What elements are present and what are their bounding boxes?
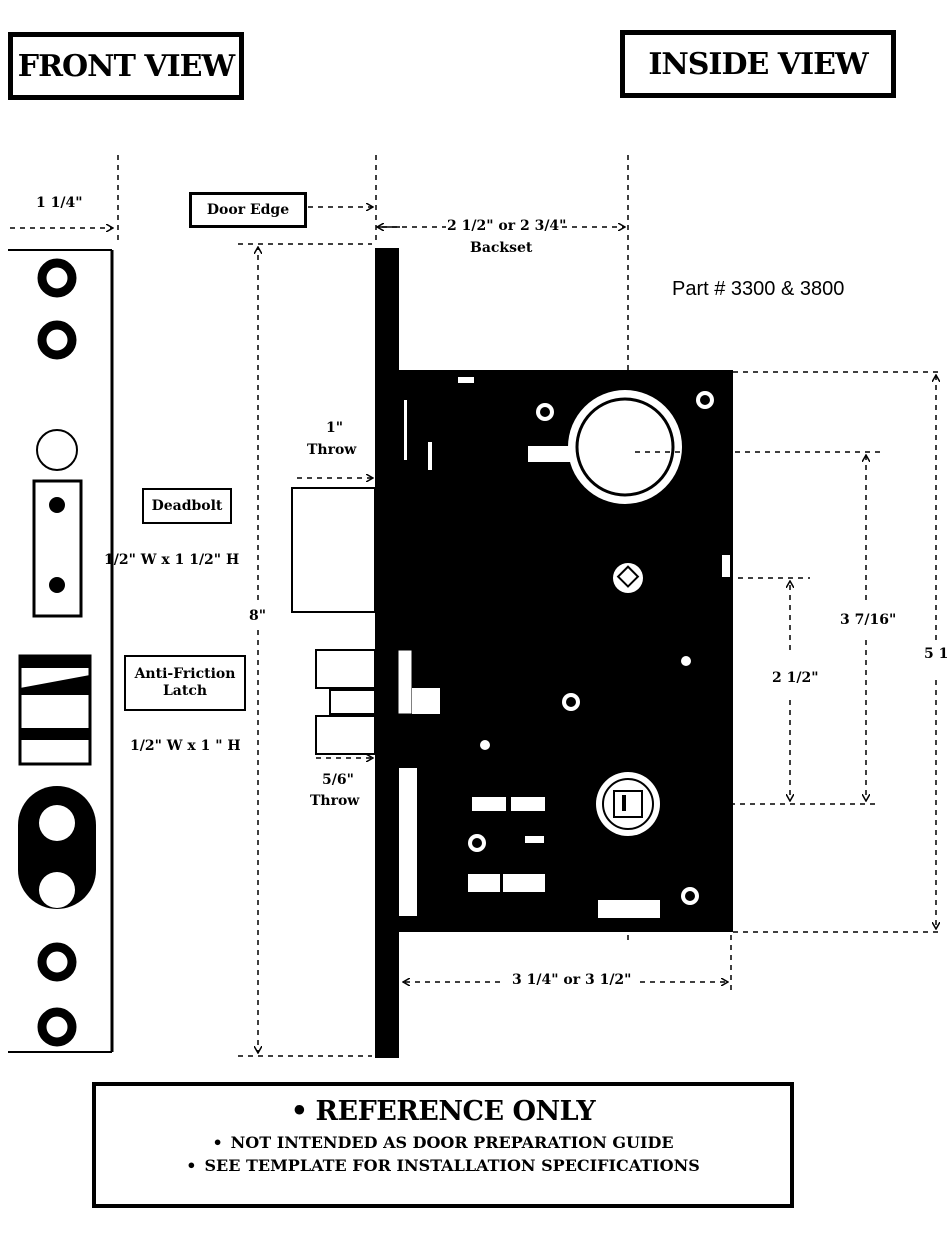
latch-face: [18, 654, 92, 766]
front-view-heading: FRONT VIEW: [8, 32, 244, 100]
inside-dimensions: [404, 371, 938, 990]
inside-view-text: INSIDE VIEW: [648, 46, 868, 82]
latch-throw-value: 5/6": [322, 772, 354, 788]
bullet-icon: •: [186, 1156, 197, 1175]
door-edge-text: Door Edge: [206, 201, 290, 218]
part-number: Part # 3300 & 3800: [672, 278, 845, 300]
hub-to-cylinder-label: 2 1/2": [772, 670, 819, 686]
deadbolt-text: Deadbolt: [151, 497, 223, 514]
door-edge-label: Door Edge: [189, 192, 307, 228]
bullet-icon: •: [212, 1133, 223, 1152]
faceplate-height-label: 8": [249, 608, 267, 624]
hub-to-top-cylinder-label: 3 7/16": [840, 612, 897, 628]
latch-text: Latch: [162, 683, 208, 699]
latch-throw-caption: Throw: [310, 793, 360, 809]
cylinder-cutout-icon: [18, 786, 96, 909]
latch-bolts: [315, 649, 376, 755]
case-height-label: 5 1: [924, 646, 949, 662]
front-view-text: FRONT VIEW: [17, 48, 235, 84]
reference-line-2-row: • SEE TEMPLATE FOR INSTALLATION SPECIFICA…: [96, 1156, 790, 1175]
screw-hole-icon: [37, 320, 77, 360]
inside-view-heading: INSIDE VIEW: [620, 30, 896, 98]
hub-icon: [613, 563, 643, 593]
latch-size: 1/2" W x 1 " H: [130, 738, 241, 754]
screw-hole-icon: [37, 942, 77, 982]
case-depth-label: 3 1/4" or 3 1/2": [508, 972, 636, 988]
deadbolt-size: 1/2" W x 1 1/2" H: [104, 552, 240, 568]
deadbolt-face: [32, 479, 83, 618]
lock-case: [397, 370, 733, 932]
screw-hole-icon: [37, 1007, 77, 1047]
deadbolt-throw-caption: Throw: [307, 442, 357, 458]
reference-line-1-row: • NOT INTENDED AS DOOR PREPARATION GUIDE: [96, 1133, 790, 1152]
backset-value: 2 1/2" or 2 3/4": [447, 218, 567, 234]
reference-line-1: NOT INTENDED AS DOOR PREPARATION GUIDE: [230, 1133, 674, 1152]
door-edge-faceplate: [375, 248, 399, 1058]
anti-friction-text: Anti-Friction: [134, 666, 236, 683]
reference-line-2: SEE TEMPLATE FOR INSTALLATION SPECIFICAT…: [204, 1156, 700, 1175]
cylinder-hole-icon: [568, 390, 682, 504]
front-faceplate: [8, 249, 114, 1053]
reference-only-box: •REFERENCE ONLY •NOT INTENDED AS DOOR PR…: [92, 1082, 794, 1208]
reference-heading-row: •REFERENCE ONLY: [96, 1096, 790, 1127]
deadbolt-label: Deadbolt: [142, 488, 232, 524]
bullet-icon: •: [290, 1096, 308, 1127]
lever-hub-icon: [596, 772, 660, 836]
backset-caption: Backset: [470, 240, 533, 256]
thumbturn-hole-icon: [36, 429, 78, 471]
faceplate-height-dim: [238, 243, 372, 1057]
deadbolt-throw-value: 1": [326, 420, 344, 436]
screw-hole-icon: [37, 258, 77, 298]
deadbolt-bolt: [291, 487, 376, 613]
reference-heading: REFERENCE ONLY: [315, 1096, 596, 1127]
faceplate-width-label: 1 1/4": [36, 195, 83, 211]
anti-friction-latch-label: Anti-Friction Latch: [124, 655, 246, 711]
